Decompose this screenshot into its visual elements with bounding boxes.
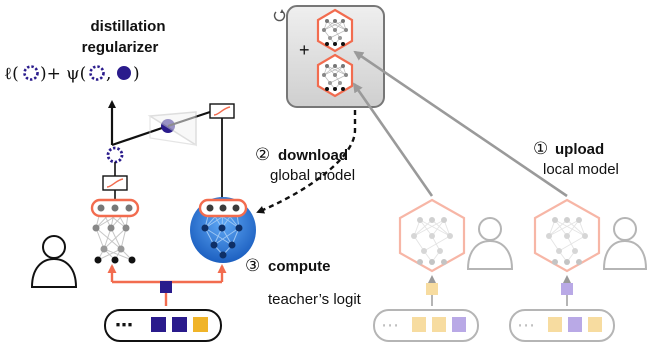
download-arrow xyxy=(256,110,357,214)
formula-comma: , xyxy=(106,64,111,84)
client-2-sample-marker xyxy=(561,283,573,295)
formula-close: ) xyxy=(133,64,140,84)
client-1-token-1 xyxy=(412,317,426,332)
regularizer-formula: ℓ( )+ ψ( , ) xyxy=(4,64,140,84)
step-compute-sub: teacher’s logit xyxy=(268,291,362,308)
step-upload-label: upload xyxy=(555,141,604,158)
user-avatar-icon-client-1 xyxy=(466,217,514,270)
input-token-2 xyxy=(172,317,187,332)
step-download-label: download xyxy=(278,147,348,164)
step-download-sub: global model xyxy=(270,167,355,184)
step-compute-num: ③ xyxy=(245,256,260,275)
server-plus: + xyxy=(299,40,310,60)
client-2-token-1 xyxy=(548,317,562,332)
distill-funnel-icon xyxy=(147,111,197,147)
user-avatar-icon-client-2 xyxy=(602,217,648,270)
regularizer-title-line2: regularizer xyxy=(82,39,159,56)
softmax-curve-icon xyxy=(106,178,124,188)
client-2-token-2 xyxy=(568,317,582,332)
student-network xyxy=(90,198,140,264)
student-output-dashed xyxy=(106,146,124,164)
server-refresh-icon xyxy=(273,11,286,22)
logit-transfer-line xyxy=(111,124,169,147)
student-logit-icon xyxy=(23,65,39,81)
aggregated-model-1 xyxy=(316,8,354,53)
input-sample-marker xyxy=(160,281,172,293)
client-1-token-2 xyxy=(432,317,446,332)
client-2-token-3 xyxy=(588,317,602,332)
step-upload-sub: local model xyxy=(543,161,619,178)
step-upload-num: ① xyxy=(533,139,548,158)
teacher-global-model xyxy=(190,197,256,263)
input-token-3 xyxy=(193,317,208,332)
student-logit-icon-2 xyxy=(89,65,105,81)
client-1-dots: ⋯ xyxy=(381,315,399,335)
teacher-logit-icon xyxy=(117,66,131,80)
input-strip: ⋯ xyxy=(104,309,222,342)
aggregated-model-2 xyxy=(316,53,354,98)
step-compute-label: compute xyxy=(268,258,331,275)
client-2-local-model xyxy=(533,198,601,273)
client-2-dots: ⋯ xyxy=(517,315,535,335)
client-1: ⋯ xyxy=(373,198,514,342)
input-token-1 xyxy=(151,317,166,332)
formula-loss-symbol: ℓ( xyxy=(4,64,19,84)
formula-psi: )+ ψ( xyxy=(40,64,86,84)
client-1-token-3 xyxy=(452,317,466,332)
client-1-sample-marker xyxy=(426,283,438,295)
regularizer-title-line1: distillation xyxy=(91,18,166,35)
user-avatar-icon xyxy=(30,235,78,288)
client-2: ⋯ xyxy=(509,198,648,342)
upload-arrow-client-2 xyxy=(353,50,568,198)
client-1-local-model xyxy=(398,198,466,273)
step-download-num: ② xyxy=(255,145,270,164)
upload-arrow-client-1 xyxy=(352,82,434,197)
softmax-curve-icon-2 xyxy=(213,106,231,116)
input-strip-dots: ⋯ xyxy=(115,315,133,335)
